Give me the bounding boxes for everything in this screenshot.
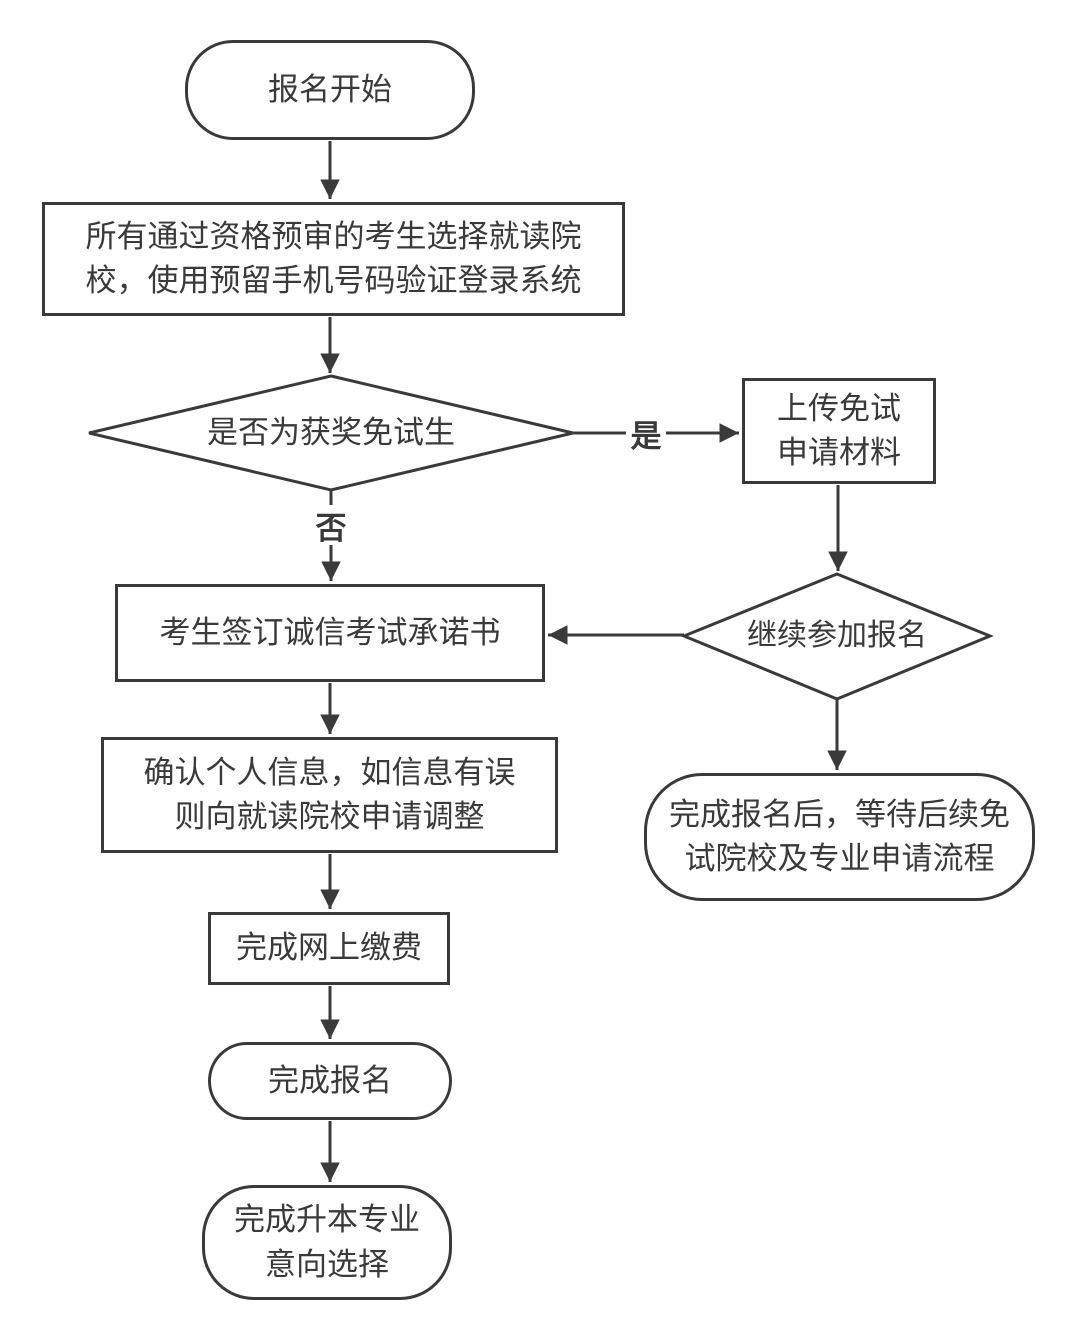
node-pay-online-label: 完成网上缴费 xyxy=(236,930,422,966)
node-confirm-personal-info: 确认个人信息，如信息有误 则向就读院校申请调整 xyxy=(101,737,558,853)
node-confirm-personal-info-label: 确认个人信息，如信息有误 则向就读院校申请调整 xyxy=(143,754,516,834)
edge-label-no: 否 xyxy=(311,505,351,546)
node-major-intention-complete: 完成升本专业 意向选择 xyxy=(202,1185,452,1300)
node-upload-exempt-materials: 上传免试 申请材料 xyxy=(742,378,936,484)
node-registration-complete: 完成报名 xyxy=(208,1042,452,1120)
node-is-award-exempt-label: 是否为获奖免试生 xyxy=(207,414,455,450)
node-login-label: 所有通过资格预审的考生选择就读院 校，使用预留手机号码验证登录系统 xyxy=(85,218,582,298)
edge-label-yes: 是 xyxy=(626,413,666,454)
node-is-award-exempt: 是否为获奖免试生 xyxy=(131,393,531,473)
node-upload-exempt-materials-label: 上传免试 申请材料 xyxy=(777,390,901,470)
decision-continue-registration-shape xyxy=(680,572,994,701)
node-start: 报名开始 xyxy=(185,40,475,140)
node-registration-complete-label: 完成报名 xyxy=(268,1062,392,1098)
node-login: 所有通过资格预审的考生选择就读院 校，使用预留手机号码验证登录系统 xyxy=(42,202,625,316)
node-continue-registration: 继续参加报名 xyxy=(712,596,962,676)
node-sign-integrity-pledge: 考生签订诚信考试承诺书 xyxy=(115,584,545,682)
node-await-exempt-process: 完成报名后，等待后续免 试院校及专业申请流程 xyxy=(644,773,1035,901)
node-await-exempt-process-label: 完成报名后，等待后续免 试院校及专业申请流程 xyxy=(669,796,1010,876)
node-continue-registration-label: 继续参加报名 xyxy=(747,618,927,652)
node-start-label: 报名开始 xyxy=(268,71,392,107)
node-pay-online: 完成网上缴费 xyxy=(208,912,450,985)
node-major-intention-complete-label: 完成升本专业 意向选择 xyxy=(234,1202,420,1282)
node-sign-integrity-pledge-label: 考生签订诚信考试承诺书 xyxy=(159,614,501,650)
